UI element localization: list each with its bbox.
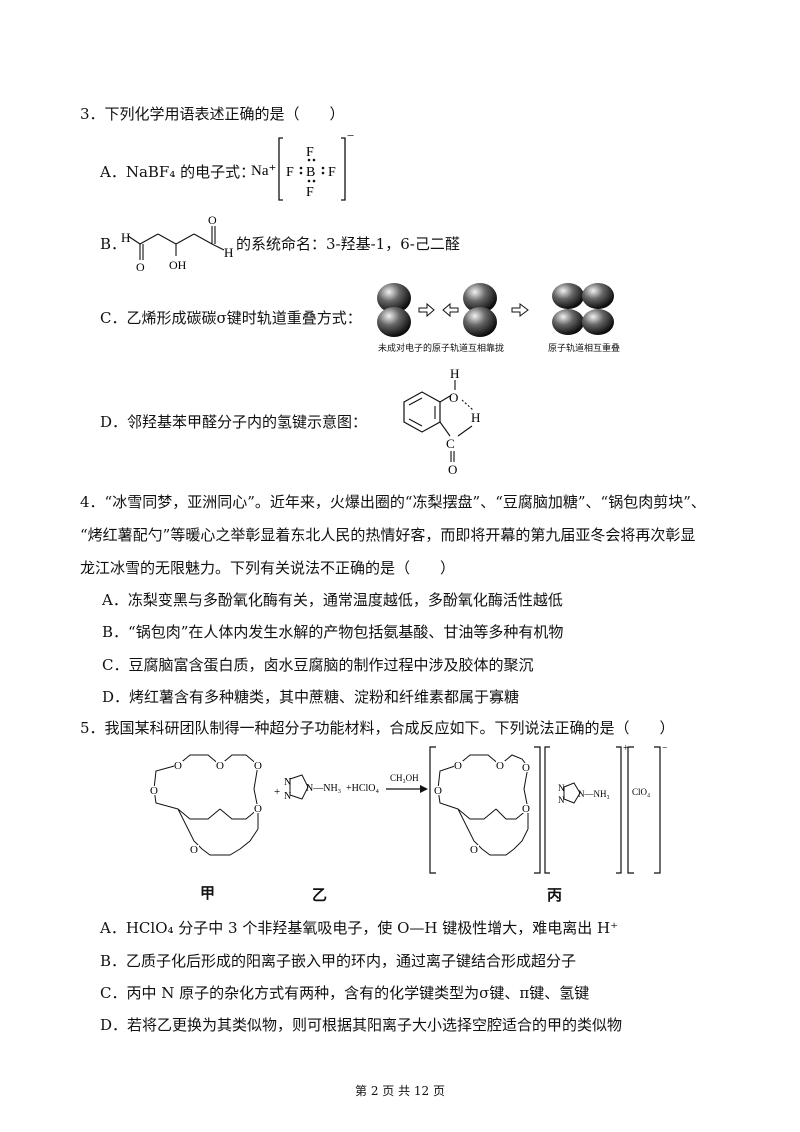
arrow-left-outline-icon (442, 302, 459, 318)
aldehyde-o-right: O (208, 213, 217, 227)
solvent-ch3oh: CH₃OH (390, 773, 419, 783)
q4-option-d: D．烤红薯含有多种糖类，其中蔗糖、淀粉和纤维素都属于寡糖 (102, 688, 520, 706)
orbital-lobe (552, 283, 584, 309)
hydroxyl-oh: OH (169, 258, 187, 272)
crown-o: O (496, 760, 504, 772)
q3-orbital-overlap-diagram (377, 283, 614, 337)
crown-o: O (254, 803, 262, 815)
aldehyde-h-left: H (121, 230, 130, 245)
q3-option-a-label: A．NaBF₄ 的电子式： (100, 163, 256, 181)
q4-option-c: C．豆腐脑富含蛋白质，卤水豆腐脑的制作过程中涉及胶体的聚沉 (102, 656, 534, 674)
orbital-lobe (582, 283, 614, 309)
crown-o: O (522, 803, 530, 815)
aminotriazole-yi: N N N—NH₃ (284, 774, 341, 802)
triazole-nh3: N—NH₃ (306, 783, 341, 794)
page-number: 第 2 页 共 12 页 (355, 1084, 445, 1098)
perchlorate-anion: ClO₄ (632, 787, 650, 797)
q3-hexanedial-skeletal-structure: H O O OH H (121, 213, 233, 274)
plus-sign: + (274, 786, 280, 798)
q4-option-a: A．冻梨变黑与多酚氧化酶有关，通常温度越低，多酚氧化酶活性越低 (102, 591, 563, 609)
q4-stem-line-2: “烤红薯配勺”等暖心之举彰显着东北人民的热情好客，而即将开幕的第九届亚冬会将再次… (80, 526, 696, 544)
product-triazolium-cation: N N N—NH₃ (558, 782, 610, 805)
q5-stem: 5．我国某科研团队制得一种超分子功能材料，合成反应如下。下列说法正确的是（ ） (80, 719, 675, 737)
phenol-o: O (449, 390, 458, 405)
orbital-caption-overlap: 原子轨道相互重叠 (548, 344, 621, 354)
orbital-lobe (463, 307, 497, 337)
phenol-h: H (450, 366, 459, 381)
anion-charge: − (662, 743, 668, 754)
q5-option-c: C．丙中 N 原子的杂化方式有两种，含有的化学键类型为σ键、π键、氢键 (100, 984, 590, 1002)
orbital-lobe (463, 283, 497, 313)
triazole-nh3: N—NH₃ (578, 789, 610, 799)
crown-ether-jia: O O O O O O (150, 754, 263, 856)
q3-option-c-text: C．乙烯形成碳碳σ键时轨道重叠方式： (100, 309, 362, 327)
formula-f-left: F (286, 165, 294, 180)
carbonyl-o: O (448, 462, 457, 477)
q3-option-b-label: B． (100, 235, 127, 253)
aldehyde-h-right: H (224, 245, 233, 260)
aldehyde-o-left: O (136, 260, 145, 274)
compound-label-bing: 丙 (547, 886, 563, 904)
triazole-n: N (284, 791, 291, 802)
crown-o: O (522, 762, 530, 774)
arrow-right-outline-icon (511, 303, 529, 317)
formula-f-top: F (306, 145, 314, 160)
q5-reaction-scheme: O O O O O O + N N N—NH₃ +HClO₄ CH₃OH + − (150, 743, 668, 874)
formula-na: Na⁺ (251, 163, 276, 179)
q3-option-d-text: D．邻羟基苯甲醛分子内的氢键示意图： (100, 413, 368, 431)
crown-o: O (434, 785, 442, 797)
q3-nabf4-electron-formula: Na⁺ − F F B F F (251, 128, 354, 201)
q5-option-b: B．乙质子化后形成的阳离子嵌入甲的环内，通过离子键结合形成超分子 (100, 952, 577, 970)
q4-stem-line-1: 4．“冰雪同梦，亚洲同心”。近年来，火爆出圈的“冻梨摆盘”、“豆腐脑加糖”、“锅… (80, 493, 706, 511)
triazole-n: N (558, 783, 565, 793)
formula-f-bottom: F (306, 185, 314, 200)
crown-o: O (454, 760, 462, 772)
formula-f-right: F (328, 165, 336, 180)
carbonyl-c: C (446, 436, 455, 451)
q5-option-a: A．HClO₄ 分子中 3 个非羟基氧吸电子，使 O—H 键极性增大，难电离出 … (100, 919, 619, 937)
reagent-hclo4: +HClO₄ (346, 783, 380, 794)
crown-o: O (190, 844, 198, 856)
orbital-lobe (377, 283, 411, 313)
cation-charge: + (623, 743, 629, 754)
crown-o: O (174, 760, 182, 772)
orbital-lobe (552, 309, 584, 335)
hydrogen-bond-dashed-line (461, 399, 474, 411)
q3-salicylaldehyde-hbond-diagram: O H H C O (403, 366, 480, 477)
q3-option-b-text: 的系统命名：3-羟基-1，6-己二醛 (236, 235, 460, 253)
triazole-n: N (284, 777, 291, 788)
q4-option-b: B．“锅包肉”在人体内发生水解的产物包括氨基酸、甘油等多种有机物 (102, 623, 564, 641)
q5-option-d: D．若将乙更换为其类似物，则可根据其阳离子大小选择空腔适合的甲的类似物 (100, 1016, 623, 1034)
compound-label-jia: 甲 (200, 884, 216, 902)
formula-b: B (306, 165, 315, 180)
compound-label-yi: 乙 (312, 886, 328, 904)
q3-stem: 3．下列化学用语表述正确的是（ ） (80, 105, 345, 123)
orbital-caption-approach: 未成对电子的原子轨道互相靠拢 (378, 344, 505, 354)
orbital-lobe (377, 307, 411, 337)
product-crown-ether: O O O O O O (434, 754, 531, 856)
triazole-n: N (558, 795, 565, 805)
arrow-right-outline-icon (418, 302, 435, 318)
crown-o: O (254, 760, 262, 772)
crown-o: O (150, 785, 158, 797)
q4-stem-line-3: 龙江冰雪的无限魅力。下列有关说法不正确的是（ ） (80, 559, 456, 577)
crown-o: O (470, 844, 478, 856)
orbital-lobe (582, 309, 614, 335)
formula-charge: − (347, 128, 354, 143)
crown-o: O (216, 760, 224, 772)
aldehyde-h: H (471, 410, 480, 425)
